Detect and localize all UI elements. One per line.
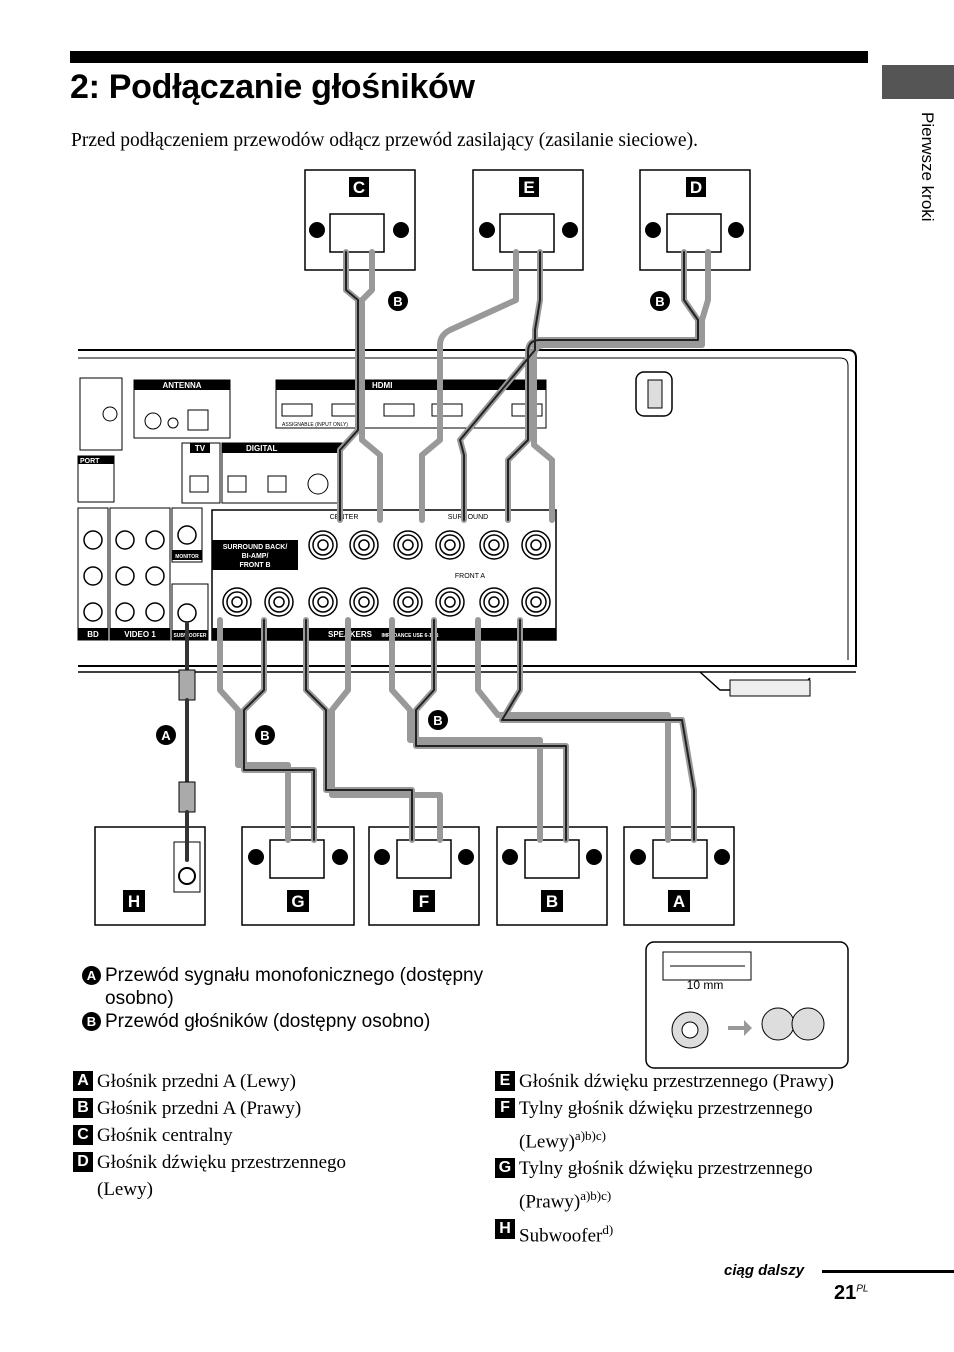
speaker-letter-b: B <box>546 892 558 911</box>
cable-legend-text: Przewód głośników (dostępny osobno) <box>105 1011 431 1032</box>
cable-marker: A <box>82 966 101 985</box>
speaker-letter-f: F <box>419 892 429 911</box>
section-tab <box>882 65 954 99</box>
intro-text: Przed podłączeniem przewodów odłącz prze… <box>71 130 698 151</box>
tv-label: TV <box>195 444 206 453</box>
antenna-label: ANTENNA <box>162 381 201 390</box>
cable-legend-text: Przewód sygnału monofonicznego (dostępny… <box>105 965 484 1009</box>
cable-legend-item: B Przewód głośników (dostępny osobno) <box>82 1010 485 1033</box>
cable-markers: B B A B B <box>156 291 670 745</box>
hdmi-label: HDMI <box>372 381 392 390</box>
speaker-letter-e: E <box>523 178 534 197</box>
speaker-box-f: F <box>368 826 480 926</box>
marker-a: A <box>161 728 171 743</box>
receiver-rear-panel: ANTENNA HDMI ASSIGNABLE (INPUT ONLY) POR… <box>77 349 857 697</box>
speaker-cables <box>178 249 711 862</box>
assignable-label: ASSIGNABLE (INPUT ONLY) <box>282 422 348 428</box>
marker-b-4: B <box>433 713 442 728</box>
speaker-letter-c: C <box>353 178 365 197</box>
page-title: 2: Podłączanie głośników <box>70 68 475 106</box>
speaker-box-c: C <box>304 169 416 271</box>
section-label: Pierwsze kroki <box>918 112 937 222</box>
speaker-letter-g: G <box>291 892 304 911</box>
inset-10mm: 10 mm <box>687 978 724 992</box>
speaker-letter-d: D <box>690 178 702 197</box>
subwoofer-out-label: SUBWOOFER <box>173 633 206 639</box>
footer-rule <box>822 1270 954 1273</box>
continued-label: ciąg dalszy <box>724 1262 805 1279</box>
monitor-label: MONITOR <box>175 554 199 560</box>
front-a-label: FRONT A <box>455 573 486 580</box>
speaker-box-d: D <box>639 169 751 271</box>
digital-label: DIGITAL <box>246 444 278 453</box>
speaker-box-a: A <box>623 826 735 926</box>
impedance-label: IMPEDANCE USE 6-16Ω <box>381 633 438 639</box>
surround-label: SURROUND <box>448 514 488 521</box>
speaker-letter-h: H <box>128 892 140 911</box>
bd-label: BD <box>87 630 99 639</box>
wire-strip-inset: 10 mm <box>645 941 849 1069</box>
page-number: 21PL <box>834 1282 869 1304</box>
surround-back-label: SURROUND BACK/ <box>223 544 288 551</box>
cable-legend-item: A Przewód sygnału monofonicznego (dostęp… <box>82 964 485 1010</box>
marker-b-1: B <box>393 294 402 309</box>
front-b-label: FRONT B <box>239 562 270 569</box>
video1-label: VIDEO 1 <box>124 630 156 639</box>
cable-legend: A Przewód sygnału monofonicznego (dostęp… <box>82 964 485 1033</box>
speaker-box-b: B <box>496 826 608 926</box>
speaker-letter-a: A <box>673 892 685 911</box>
cable-marker: B <box>82 1012 101 1031</box>
bi-amp-label: BI-AMP/ <box>242 553 269 560</box>
marker-b-2: B <box>655 294 664 309</box>
top-rule <box>70 51 868 63</box>
speaker-box-h: H <box>94 826 206 926</box>
center-label: CENTER <box>330 514 359 521</box>
port-label: PORT <box>80 458 100 465</box>
speaker-box-g: G <box>241 826 355 926</box>
marker-b-3: B <box>260 728 269 743</box>
speaker-box-e: E <box>472 169 584 271</box>
